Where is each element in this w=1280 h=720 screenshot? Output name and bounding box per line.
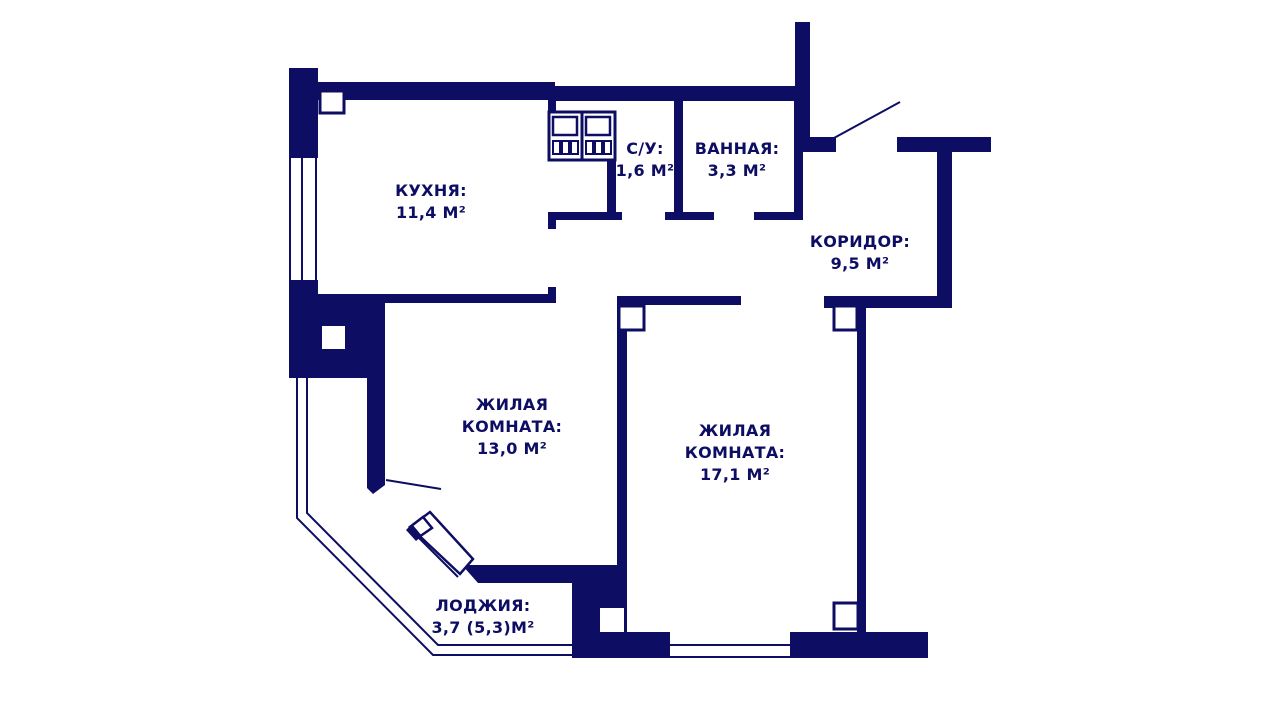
room-area: 11,4 М² — [395, 203, 467, 222]
room-name: С/У: — [626, 139, 664, 158]
room-label-living-room-1: ЖИЛАЯ КОМНАТА: 13,0 М² — [462, 394, 562, 460]
door-swing-lines — [385, 101, 901, 490]
room-name: ЖИЛАЯ — [698, 421, 772, 440]
room-area: 17,1 М² — [699, 465, 771, 484]
room-name: ВАННАЯ: — [694, 139, 780, 158]
room-label-living-room-2: ЖИЛАЯ КОМНАТА: 17,1 М² — [685, 420, 785, 486]
room-area: 13,0 М² — [476, 439, 548, 458]
room-name: КОМНАТА: — [684, 443, 786, 462]
room-label-bathroom: ВАННАЯ: 3,3 М² — [695, 138, 780, 182]
room-area: 3,3 М² — [707, 161, 767, 180]
room-area: 1,6 М² — [615, 161, 675, 180]
windows — [289, 158, 790, 658]
room-label-loggia: ЛОДЖИЯ: 3,7 (5,3)М² — [431, 595, 534, 639]
room-name: КОРИДОР: — [809, 232, 911, 251]
room-name: КОМНАТА: — [461, 417, 563, 436]
room-area: 3,7 (5,3)М² — [431, 618, 535, 637]
room-label-kitchen: КУХНЯ: 11,4 М² — [395, 180, 467, 224]
stove-icon — [547, 110, 617, 162]
room-label-corridor: КОРИДОР: 9,5 М² — [810, 231, 910, 275]
room-area: 9,5 М² — [830, 254, 890, 273]
room-name: ЖИЛАЯ — [475, 395, 549, 414]
room-label-wc: С/У: 1,6 М² — [616, 138, 675, 182]
columns — [318, 89, 860, 632]
balcony-door-frame — [406, 524, 422, 541]
walls — [289, 22, 991, 658]
room-name: КУХНЯ: — [395, 181, 467, 200]
room-name: ЛОДЖИЯ: — [435, 596, 531, 615]
